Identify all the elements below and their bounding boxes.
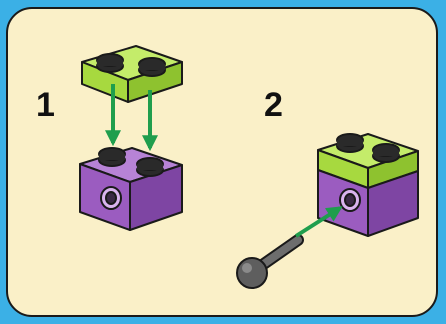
step2-diagonal-arrow bbox=[294, 206, 343, 238]
step2-grey-pin bbox=[236, 234, 304, 289]
step1-down-arrows bbox=[105, 84, 158, 152]
step-2-number: 2 bbox=[264, 86, 283, 124]
step1-purple-brick bbox=[79, 147, 183, 231]
step1-green-brick bbox=[81, 45, 183, 103]
step-1-number: 1 bbox=[36, 86, 55, 124]
step2-assembled-brick bbox=[317, 133, 419, 237]
